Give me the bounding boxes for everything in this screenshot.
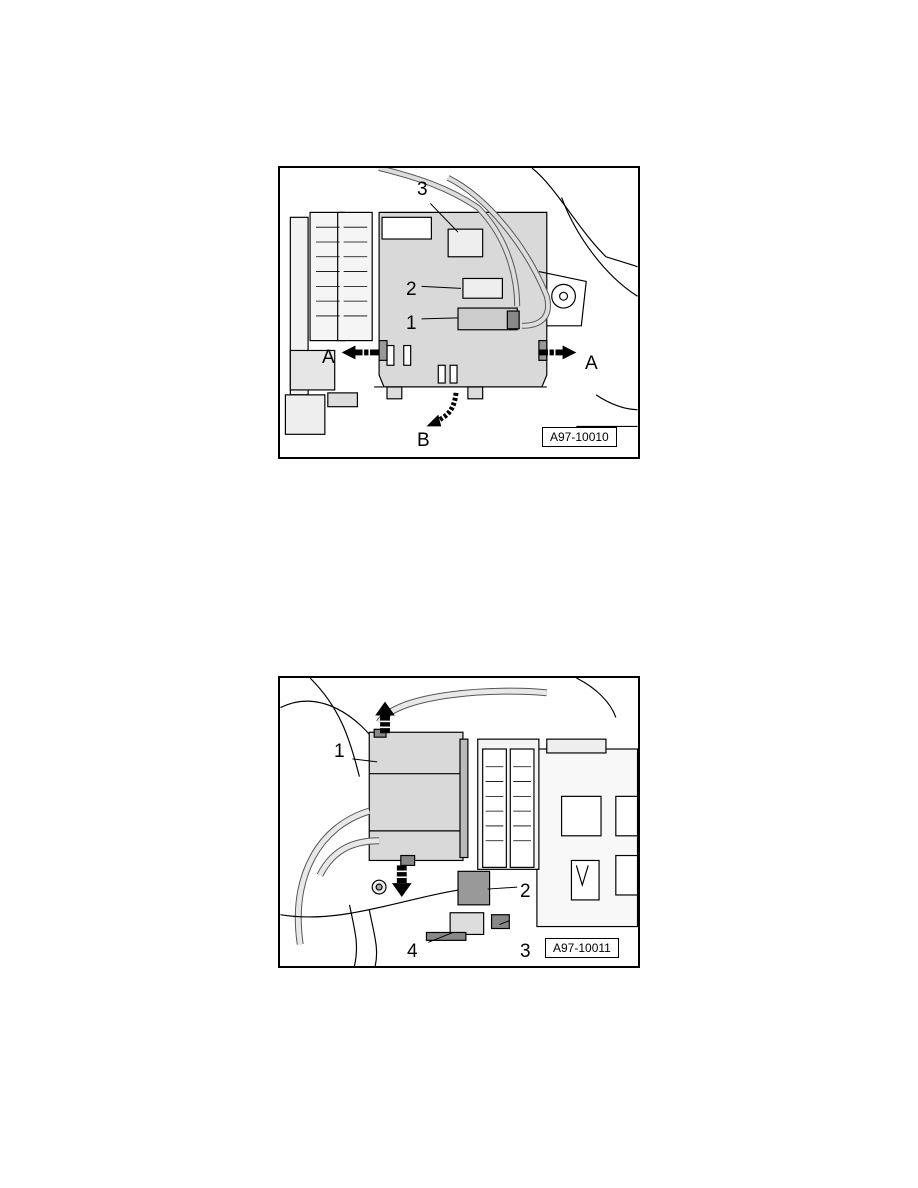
figure-1-drawing <box>284 168 638 435</box>
callout-4: 4 <box>407 941 418 962</box>
illustration-figure-2: 1 2 3 4 A97-10011 <box>278 676 640 968</box>
illustration-figure-1: 3 2 1 A A B A97-10010 <box>278 166 640 459</box>
callout-3: 3 <box>417 179 428 200</box>
callout-2: 2 <box>406 279 417 300</box>
callout-2: 2 <box>520 881 531 902</box>
callout-3: 3 <box>520 941 531 962</box>
callout-1: 1 <box>334 741 345 762</box>
figure-id-label: A97-10011 <box>545 938 619 958</box>
callout-a-left: A <box>322 347 335 368</box>
callout-a-right: A <box>585 353 598 374</box>
callout-b: B <box>417 430 430 451</box>
figure-id-label: A97-10010 <box>542 427 617 447</box>
callout-1: 1 <box>406 313 417 334</box>
figure-2-drawing <box>280 678 638 966</box>
